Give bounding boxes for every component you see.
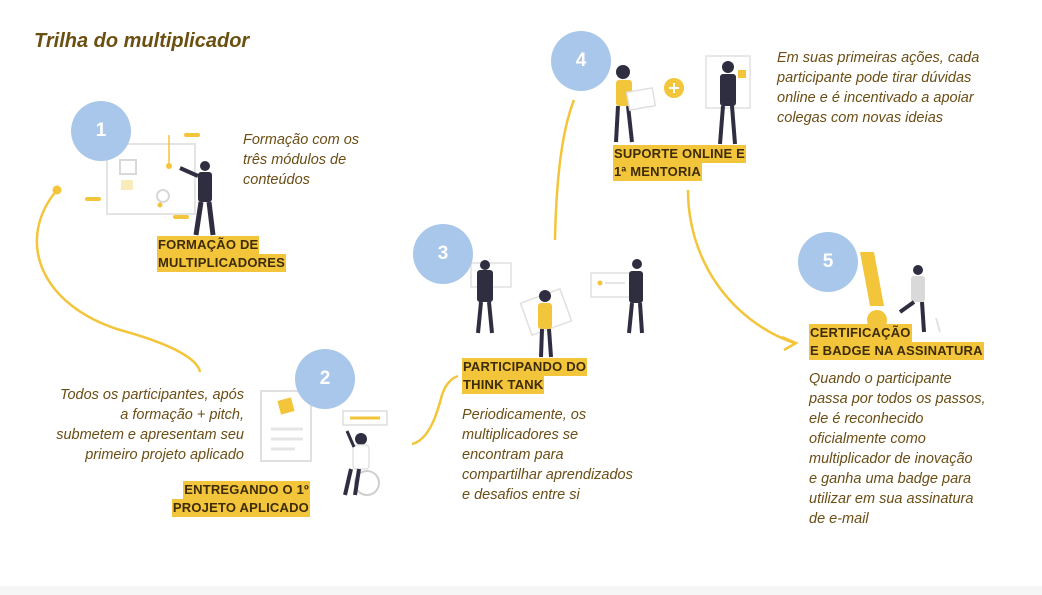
curve-2-to-3 — [411, 374, 459, 446]
step-3-description-line: Periodicamente, os — [462, 407, 587, 423]
step-3-description: Periodicamente, os multiplicadores se en… — [462, 405, 633, 505]
page-title: Trilha do multiplicador — [34, 30, 250, 52]
step-3-number: 3 — [413, 224, 473, 284]
step-2-number: 2 — [295, 349, 355, 409]
training-illustration — [85, 133, 216, 236]
think-tank-illustration — [470, 259, 644, 358]
step-4-description: Em suas primeiras ações, cada participan… — [777, 48, 979, 128]
step-5-description-line: ele é reconhecido — [809, 411, 924, 427]
step-5-number: 5 — [798, 232, 858, 292]
step-2-label-line: PROJETO APLICADO — [171, 499, 310, 517]
step-2-description-line: a formação + pitch, — [120, 407, 244, 423]
step-2-description: Todos os participantes, após a formação … — [0, 385, 244, 465]
step-1-description-line: conteúdos — [243, 172, 310, 188]
step-4-number: 4 — [551, 31, 611, 91]
step-5-description-line: passa por todos os passos, — [809, 391, 986, 407]
step-3-description-line: multiplicadores se — [462, 427, 579, 443]
step-5-description-line: de e-mail — [809, 511, 869, 527]
step-2-description-line: primeiro projeto aplicado — [85, 447, 244, 463]
step-2-description-line: Todos os participantes, após — [59, 387, 244, 403]
step-1-label: FORMAÇÃO DE MULTIPLICADORES — [157, 236, 286, 272]
arrow-head — [781, 335, 799, 352]
step-1-label-line: FORMAÇÃO DE — [157, 236, 260, 254]
step-4-label-line: 1ª MENTORIA — [613, 163, 702, 181]
bottom-strip — [0, 586, 1042, 595]
step-3-label: PARTICIPANDO DO THINK TANK — [462, 358, 588, 394]
step-1-description-line: três módulos de — [243, 152, 347, 168]
step-3-label-line: THINK TANK — [462, 376, 545, 394]
step-1-description-line: Formação com os — [243, 132, 360, 148]
step-4-description-line: participante pode tirar dúvidas — [777, 70, 972, 86]
step-4-label: SUPORTE ONLINE E 1ª MENTORIA — [613, 145, 747, 181]
step-4-label-line: SUPORTE ONLINE E — [613, 145, 747, 163]
step-1-number: 1 — [71, 101, 131, 161]
step-5-description-line: utilizar em sua assinatura — [809, 491, 974, 507]
step-4-description-line: Em suas primeiras ações, cada — [777, 50, 980, 66]
project-delivery-illustration — [260, 390, 388, 496]
step-2-label-line: ENTREGANDO O 1º — [183, 481, 310, 499]
step-5-description-line: e ganha uma badge para — [809, 471, 972, 487]
step-1-description: Formação com os três módulos de conteúdo… — [243, 130, 359, 190]
step-2-label: ENTREGANDO O 1º PROJETO APLICADO — [150, 481, 310, 517]
step-5-description-line: oficialmente como — [809, 431, 926, 447]
certification-illustration — [860, 252, 941, 333]
curve-1-to-2 — [35, 189, 202, 373]
online-support-illustration — [614, 55, 751, 145]
step-4-description-line: online e é incentivado a apoiar — [777, 90, 974, 106]
step-5-description-line: Quando o participante — [809, 371, 952, 387]
step-5-description: Quando o participante passa por todos os… — [809, 369, 986, 529]
curve-4-to-5 — [686, 189, 795, 345]
step-2-description-line: submetem e apresentam seu — [56, 427, 244, 443]
step-1-label-line: MULTIPLICADORES — [157, 254, 286, 272]
step-3-description-line: e desafios entre si — [462, 487, 580, 503]
step-3-description-line: compartilhar aprendizados — [462, 467, 633, 483]
step-3-label-line: PARTICIPANDO DO — [462, 358, 588, 376]
curve-3-to-4 — [553, 99, 576, 241]
step-5-label-line: CERTIFICAÇÃO — [809, 324, 912, 342]
step-3-description-line: encontram para — [462, 447, 564, 463]
step-4-description-line: colegas com novas ideias — [777, 110, 944, 126]
step-5-label-line: E BADGE NA ASSINATURA — [809, 342, 984, 360]
step-5-description-line: multiplicador de inovação — [809, 451, 973, 467]
step-5-label: CERTIFICAÇÃO E BADGE NA ASSINATURA — [809, 324, 984, 360]
